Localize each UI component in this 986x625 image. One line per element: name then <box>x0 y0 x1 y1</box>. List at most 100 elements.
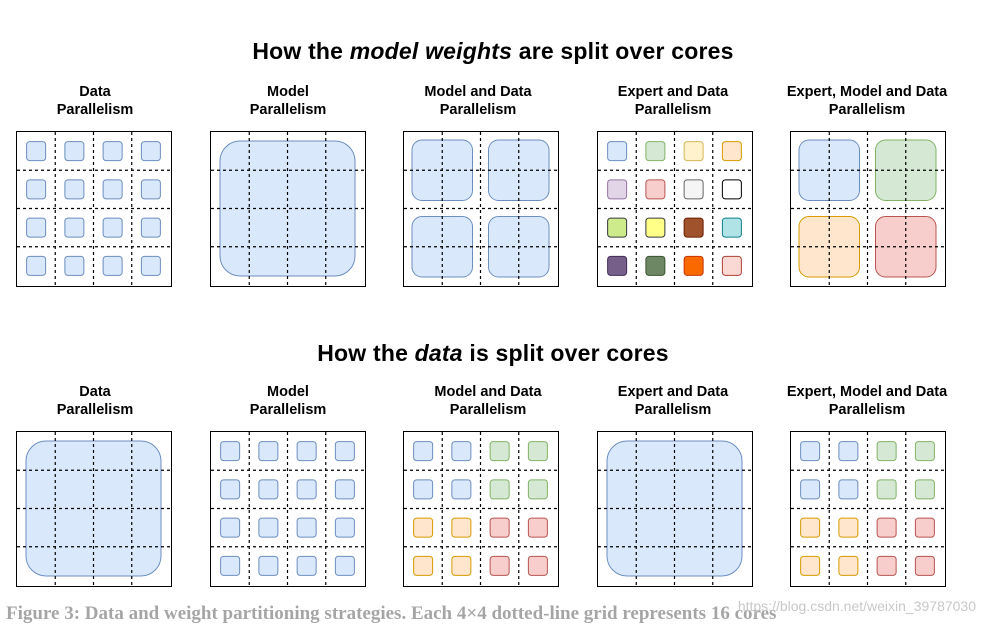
weight-shard <box>645 217 666 238</box>
weight-shard <box>800 441 821 462</box>
weight-shard <box>914 441 935 462</box>
weight-shard <box>876 555 897 576</box>
weight-shard <box>721 141 742 162</box>
weight-shard <box>26 255 47 276</box>
partition-block <box>606 440 743 577</box>
weight-shard <box>220 517 241 538</box>
weight-shard <box>413 441 434 462</box>
weight-shard <box>721 255 742 276</box>
weight-shard <box>296 441 317 462</box>
weight-shard <box>64 255 85 276</box>
watermark: https://blog.csdn.net/weixin_39787030 <box>737 598 976 614</box>
weight-shard <box>800 555 821 576</box>
weight-shard <box>64 179 85 200</box>
panel-label-data-expert-data-parallelism: Expert and Data Parallelism <box>617 384 729 418</box>
weight-shard <box>800 479 821 500</box>
panel-label-weights-expert-model-data-parallelism: Expert, Model and Data Parallelism <box>786 84 948 118</box>
panel-label-data-model-data-parallelism: Model and Data Parallelism <box>434 384 542 418</box>
weight-shard <box>489 441 510 462</box>
weight-shard <box>451 479 472 500</box>
weight-shard <box>140 179 161 200</box>
weight-shard <box>334 555 355 576</box>
grid-weights-model-data-parallelism <box>403 131 559 287</box>
panel-label-weights-expert-data-parallelism: Expert and Data Parallelism <box>617 84 729 118</box>
core-grid-svg <box>791 132 944 285</box>
weight-shard <box>102 141 123 162</box>
weight-shard <box>607 255 628 276</box>
weight-shard <box>527 479 548 500</box>
grid-weights-model-parallelism <box>210 131 366 287</box>
weight-shard <box>914 517 935 538</box>
weight-shard <box>220 555 241 576</box>
weight-shard <box>258 517 279 538</box>
weight-shard <box>140 217 161 238</box>
panel-label-data-model-parallelism: Model Parallelism <box>249 384 327 418</box>
weight-shard <box>140 255 161 276</box>
weight-shard <box>800 517 821 538</box>
core-grid-svg <box>17 432 170 585</box>
core-grid-svg <box>791 432 944 585</box>
section-title-weights: How the model weights are split over cor… <box>252 38 734 64</box>
weight-shard <box>451 517 472 538</box>
weight-shard <box>527 441 548 462</box>
grid-data-expert-model-data-parallelism <box>790 431 946 587</box>
weight-shard <box>838 555 859 576</box>
weight-shard <box>645 141 666 162</box>
weight-shard <box>258 441 279 462</box>
weight-shard <box>334 441 355 462</box>
weight-shard <box>527 517 548 538</box>
weight-shard <box>721 217 742 238</box>
section-title-data: How the data is split over cores <box>317 340 669 366</box>
weight-shard <box>683 141 704 162</box>
panel-label-data-data-parallelism: Data Parallelism <box>56 384 134 418</box>
weight-shard <box>451 555 472 576</box>
panel-label-data-expert-model-data-parallelism: Expert, Model and Data Parallelism <box>786 384 948 418</box>
weight-shard <box>296 555 317 576</box>
weight-shard <box>140 141 161 162</box>
weight-shard <box>914 479 935 500</box>
panel-label-weights-data-parallelism: Data Parallelism <box>56 84 134 118</box>
panel-label-weights-model-data-parallelism: Model and Data Parallelism <box>424 84 532 118</box>
core-grid-svg <box>404 132 557 285</box>
panel-label-weights-model-parallelism: Model Parallelism <box>249 84 327 118</box>
weight-shard <box>296 517 317 538</box>
weight-shard <box>451 441 472 462</box>
partition-block <box>25 440 162 577</box>
weight-shard <box>527 555 548 576</box>
grid-data-model-parallelism <box>210 431 366 587</box>
grid-weights-expert-data-parallelism <box>597 131 753 287</box>
weight-shard <box>334 479 355 500</box>
grid-weights-data-parallelism <box>16 131 172 287</box>
weight-shard <box>876 479 897 500</box>
grid-weights-expert-model-data-parallelism <box>790 131 946 287</box>
weight-shard <box>876 517 897 538</box>
core-grid-svg <box>598 132 751 285</box>
weight-shard <box>721 179 742 200</box>
weight-shard <box>645 179 666 200</box>
weight-shard <box>64 217 85 238</box>
weight-shard <box>26 179 47 200</box>
weight-shard <box>413 555 434 576</box>
weight-shard <box>607 141 628 162</box>
figure-caption: Figure 3: Data and weight partitioning s… <box>6 603 777 624</box>
core-grid-svg <box>404 432 557 585</box>
weight-shard <box>102 217 123 238</box>
weight-shard <box>838 441 859 462</box>
weight-shard <box>645 255 666 276</box>
weight-shard <box>876 441 897 462</box>
weight-shard <box>607 217 628 238</box>
core-grid-svg <box>17 132 170 285</box>
weight-shard <box>489 555 510 576</box>
weight-shard <box>489 479 510 500</box>
grid-data-expert-data-parallelism <box>597 431 753 587</box>
weight-shard <box>914 555 935 576</box>
weight-shard <box>683 217 704 238</box>
weight-shard <box>838 517 859 538</box>
weight-shard <box>489 517 510 538</box>
weight-shard <box>683 255 704 276</box>
weight-shard <box>683 179 704 200</box>
core-grid-svg <box>211 132 364 285</box>
weight-shard <box>102 255 123 276</box>
core-grid-svg <box>211 432 364 585</box>
core-grid-svg <box>598 432 751 585</box>
